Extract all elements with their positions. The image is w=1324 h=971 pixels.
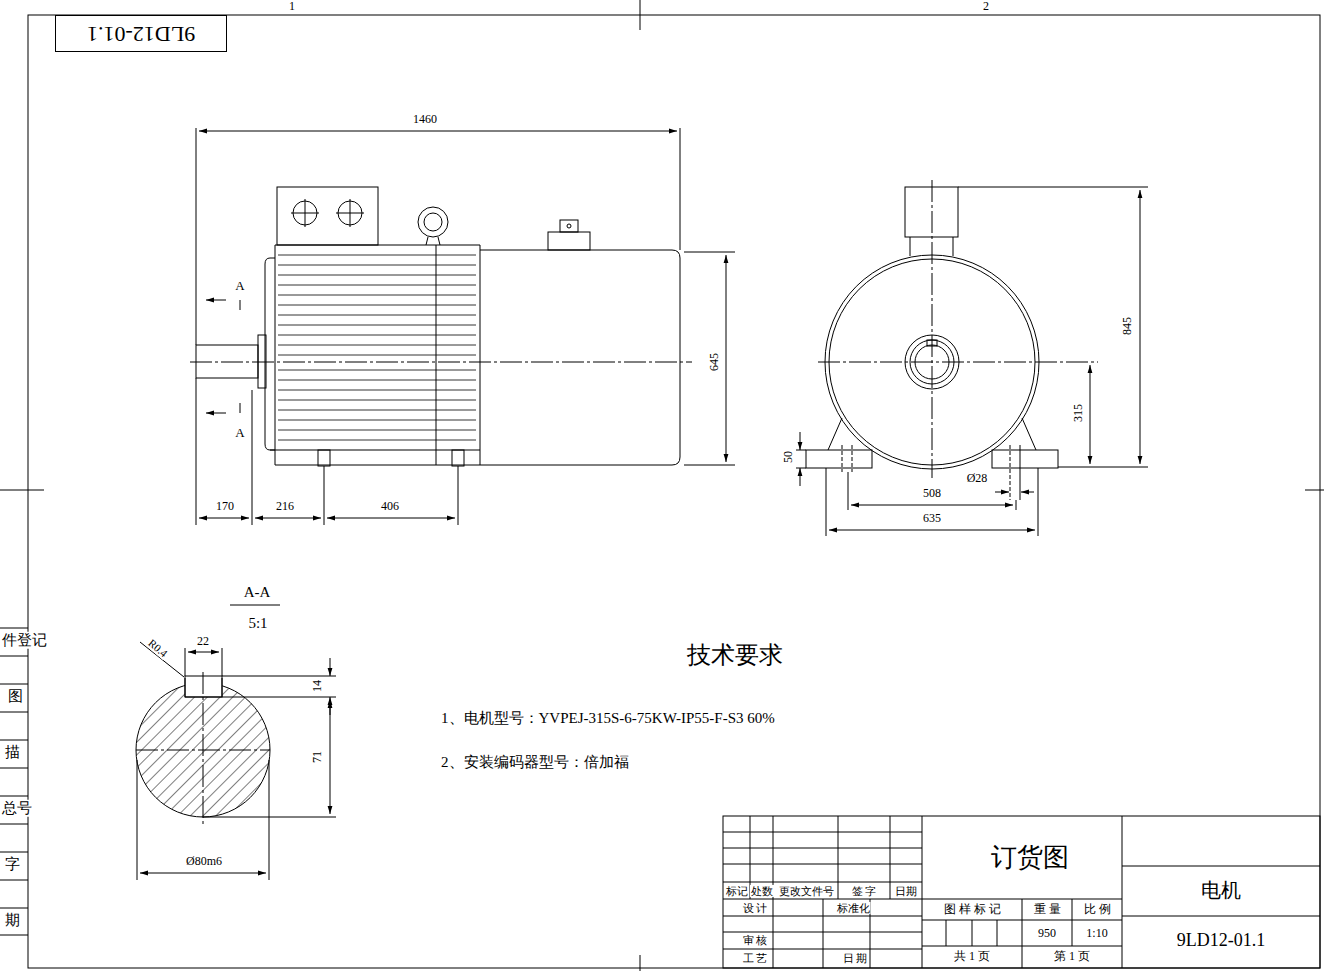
- margin-cell: 字: [4, 856, 21, 873]
- drawing-frame: [28, 15, 1320, 968]
- table-cell: 共 1 页: [953, 950, 991, 963]
- dimension: Ø80m6: [185, 855, 223, 868]
- dimension: 406: [380, 500, 400, 513]
- margin-cell: 图: [7, 688, 24, 705]
- dimension: 635: [922, 512, 942, 525]
- zone-number: 2: [982, 0, 990, 13]
- section-title: A-A: [243, 584, 272, 601]
- table-cell: 重 量: [1033, 903, 1062, 916]
- dimension: 71: [311, 750, 324, 764]
- margin-cell: 总号: [1, 800, 33, 817]
- table-cell: 图 样 标 记: [943, 903, 1002, 916]
- notes-heading: 技术要求: [686, 642, 784, 668]
- dimension: 216: [275, 500, 295, 513]
- dimension: 1460: [412, 113, 438, 126]
- dimension: 845: [1121, 316, 1134, 336]
- table-cell: 处数: [750, 885, 774, 897]
- part-name: 电机: [1200, 879, 1242, 901]
- scale-label: 5:1: [247, 615, 268, 632]
- shaft-section: [136, 605, 336, 880]
- dimension: 645: [708, 352, 721, 372]
- table-cell: 标准化: [836, 902, 871, 914]
- title-block: [723, 816, 1320, 968]
- table-cell: 比 例: [1083, 903, 1112, 916]
- table-cell: 签 字: [851, 885, 878, 897]
- dimension: 508: [922, 487, 942, 500]
- zone-number: 1: [288, 0, 296, 13]
- drawing-number: 9LD12-01.1: [1176, 931, 1267, 951]
- table-cell: 950: [1037, 927, 1057, 940]
- table-cell: 标记: [725, 885, 749, 897]
- table-cell: 1:10: [1085, 927, 1108, 940]
- margin-cell: 期: [4, 912, 21, 929]
- note: 1、电机型号：YVPEJ-315S-6-75KW-IP55-F-S3 60%: [440, 710, 776, 727]
- drawing-number-box: 9LD12-01.1: [55, 15, 227, 52]
- motor-side-view: [796, 180, 1148, 536]
- section-mark: A: [234, 279, 245, 293]
- dimension: 50: [782, 450, 795, 464]
- dimension: 170: [215, 500, 235, 513]
- drawing-number: 9LD12-01.1: [87, 21, 195, 47]
- table-cell: 日期: [894, 885, 918, 897]
- motor-front-view: [190, 128, 735, 525]
- table-cell: 更改文件号: [778, 885, 835, 897]
- margin-cells: [0, 628, 28, 935]
- section-mark: A: [234, 426, 245, 440]
- table-cell: 日 期: [842, 952, 869, 964]
- note: 2、安装编码器型号：倍加福: [440, 754, 630, 771]
- margin-cell: 件登记: [1, 632, 48, 649]
- dimension: 14: [311, 679, 324, 693]
- dimension: 315: [1072, 403, 1085, 423]
- radius-dimension: R0.4: [145, 636, 170, 660]
- table-cell: 工 艺: [742, 952, 769, 964]
- dimension: 22: [196, 635, 210, 648]
- dimension: Ø28: [966, 472, 989, 485]
- table-cell: 审 核: [742, 934, 769, 946]
- table-cell: 设 计: [742, 902, 769, 914]
- margin-cell: 描: [4, 744, 21, 761]
- drawing-type: 订货图: [990, 844, 1070, 873]
- table-cell: 第 1 页: [1053, 950, 1091, 963]
